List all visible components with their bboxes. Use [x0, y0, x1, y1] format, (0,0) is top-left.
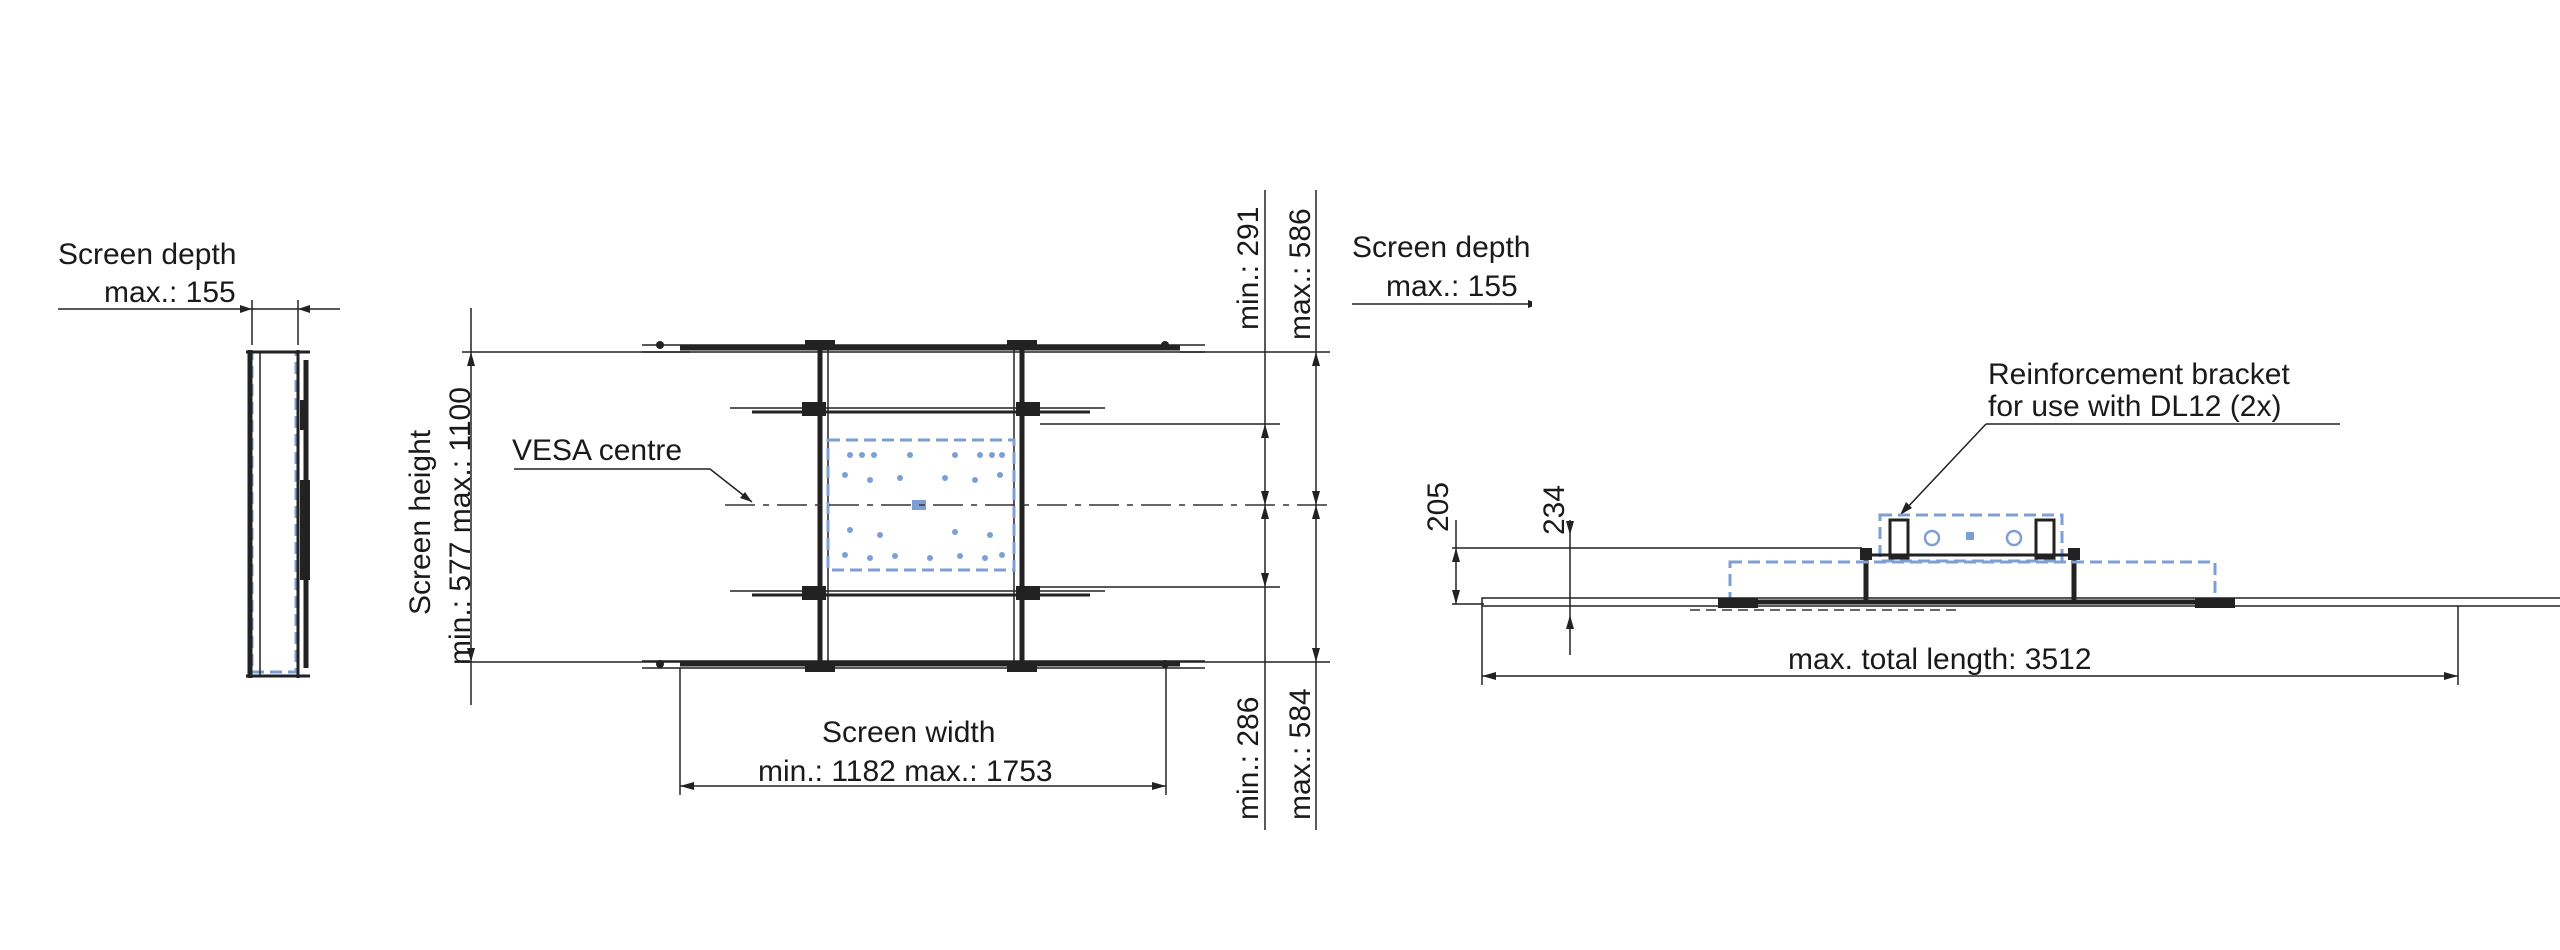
front-view: Screen height min.: 577 max.: 1100 VESA …	[404, 308, 1330, 795]
total-length-label: max. total length: 3512	[1788, 643, 2092, 676]
screen-height-range: min.: 577 max.: 1100	[444, 387, 477, 665]
screen-depth-left-max: max.: 155	[104, 276, 236, 309]
upper-max-label: max.: 586	[1284, 208, 1317, 340]
screen-depth-left-label: Screen depth	[58, 238, 236, 271]
screen-height-label: Screen height	[404, 429, 437, 615]
dim-234-label: 234	[1538, 485, 1571, 535]
vesa-centre-label: VESA centre	[512, 434, 682, 467]
screen-width-label: Screen width	[822, 716, 995, 749]
screen-width-range: min.: 1182 max.: 1753	[758, 755, 1053, 788]
screen-depth-right-label: Screen depth	[1352, 231, 1530, 264]
bracket-label-line2: for use with DL12 (2x)	[1988, 390, 2281, 423]
top-view-right: Screen depth max.: 155 Reinforcement bra…	[1352, 230, 2560, 685]
bracket-label-line1: Reinforcement bracket	[1988, 358, 2290, 391]
vertical-range-dimensions: min.: 291 max.: 586 min.: 286 max.: 584	[1232, 190, 1320, 830]
lower-min-label: min.: 286	[1232, 697, 1265, 820]
side-view-left: Screen depth max.: 155	[58, 238, 340, 678]
vesa-hole-pattern	[842, 452, 1005, 561]
screen-depth-right-max: max.: 155	[1386, 270, 1518, 303]
dim-205-label: 205	[1422, 482, 1455, 532]
lower-max-label: max.: 584	[1284, 688, 1317, 820]
upper-min-label: min.: 291	[1232, 207, 1265, 330]
